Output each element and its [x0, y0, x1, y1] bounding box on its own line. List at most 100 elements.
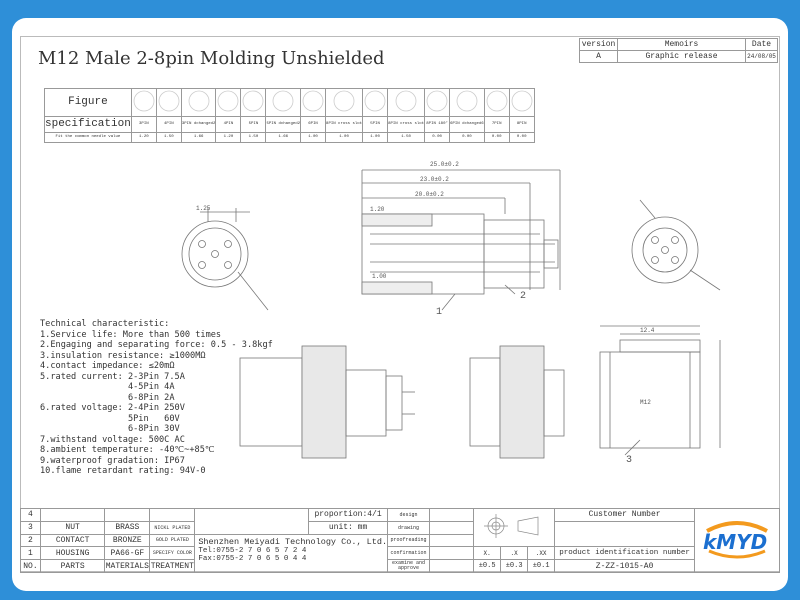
- tolerance-value: ±0.3: [500, 559, 529, 573]
- bom-cell: 4: [20, 508, 41, 522]
- callout-1: 1: [436, 307, 442, 318]
- company-name: Shenzhen Meiyadi Technology Co., Ltd.: [198, 536, 388, 547]
- pin-layout-icon: [486, 90, 508, 112]
- pin-value: 1.50: [240, 132, 267, 143]
- signoff-label: design: [387, 508, 430, 522]
- signoff-label: confirmation: [387, 546, 430, 561]
- pin-layout-icon: [456, 90, 478, 112]
- tech-line: 6.rated voltage: 2-4Pin 250V: [40, 403, 185, 413]
- pin-layout-icon: [188, 90, 210, 112]
- pin-figure: [240, 88, 267, 117]
- unit: unit: mm: [308, 520, 389, 535]
- bom-header: PARTS: [39, 559, 106, 573]
- row-label: Figure: [44, 88, 132, 117]
- pin-value: 1.00: [325, 132, 364, 143]
- bom-cell: NICKL PLATED: [149, 520, 196, 535]
- bom-cell: [39, 508, 106, 522]
- section-view: [361, 169, 561, 311]
- tolerance-header: .X: [500, 546, 529, 561]
- bom-cell: [149, 508, 196, 522]
- tech-line: 10.flame retardant rating: 94V-0: [40, 466, 206, 476]
- tech-line: 2.Engaging and separating force: 0.5 - 3…: [40, 340, 273, 350]
- company-logo: kMYD: [694, 508, 780, 573]
- dim-label: M12: [640, 399, 651, 406]
- bom-cell: SPECIFY COLOR: [149, 546, 196, 561]
- bom-header: TREATMENT: [149, 559, 196, 573]
- pin-value: 1.50: [387, 132, 426, 143]
- bom-cell: BRONZE: [104, 533, 151, 548]
- rev-cell: Graphic release: [617, 50, 746, 63]
- tech-line: 4-5Pin 4A: [40, 382, 175, 392]
- tech-line: 4.contact impedance: ≤20mΩ: [40, 361, 175, 371]
- bom-cell: HOUSING: [39, 546, 106, 561]
- pin-figure: [180, 88, 217, 117]
- bom-cell: 1: [20, 546, 41, 561]
- pin-figure: [508, 88, 535, 117]
- callout-3: 3: [626, 455, 632, 466]
- dim-label: 1.00: [372, 273, 387, 280]
- pin-value: 0.00: [508, 132, 535, 143]
- tech-line: 1.Service life: More than 500 times: [40, 329, 222, 340]
- tolerance-header: .XX: [527, 546, 556, 561]
- signoff-label: examine and approve: [387, 559, 430, 573]
- callout-2: 2: [520, 291, 526, 302]
- projection-symbol-icon: [484, 514, 539, 539]
- technical-characteristics: Technical characteristic: 1.Service life…: [40, 319, 273, 477]
- tech-line: 7.withstand voltage: 500C AC: [40, 434, 185, 445]
- pin-layout-icon: [272, 90, 294, 112]
- tolerance-header: X.: [473, 546, 502, 561]
- rev-cell: 24/08/05: [745, 50, 778, 63]
- bom-cell: PA66-GF: [104, 546, 151, 561]
- pin-layout-icon: [302, 90, 324, 112]
- tech-line: 5Pin 60V: [40, 413, 180, 424]
- front-view-connector: [181, 208, 269, 311]
- pin-value: 1.50: [155, 132, 182, 143]
- tech-line: 9.waterproof gradation: IP67: [40, 455, 185, 466]
- dim-label: 1.25: [196, 205, 211, 212]
- pin-layout-icon: [426, 90, 448, 112]
- pin-figure: [387, 88, 426, 117]
- pin-layout-icon: [218, 90, 239, 112]
- dim-label: 23.0±0.2: [420, 176, 449, 183]
- title-block: 4 proportion:4/1 design Customer Number …: [20, 507, 780, 573]
- bom-cell: GOLD PLATED: [149, 533, 196, 548]
- bom-cell: CONTACT: [39, 533, 106, 548]
- product-id-label: product identification number: [554, 546, 695, 561]
- pin-figure: [155, 88, 182, 117]
- tech-line: 5.rated current: 2-3Pin 7.5A: [40, 371, 185, 382]
- nut-view: [599, 325, 721, 456]
- product-id: Z-ZZ-1015-A0: [554, 559, 695, 573]
- tolerance-value: ±0.5: [473, 559, 502, 573]
- tech-line: 8.ambient temperature: -40℃~+85℃: [40, 445, 215, 455]
- tech-line: 6-8Pin 30V: [40, 424, 180, 434]
- pin-value: 0.00: [424, 132, 451, 143]
- bom-cell: 3: [20, 520, 41, 535]
- bom-header: MATERIALS: [104, 559, 151, 573]
- rear-view-connector: [631, 199, 721, 291]
- pin-layout-icon: [333, 90, 355, 112]
- page-title: M12 Male 2-8pin Molding Unshielded: [38, 48, 385, 69]
- tolerance-value: ±0.1: [527, 559, 556, 573]
- svg-text:kMYD: kMYD: [703, 530, 767, 554]
- pin-layout-icon: [364, 90, 386, 112]
- signoff-label: proofreading: [387, 533, 430, 548]
- side-view-connector: [239, 345, 565, 459]
- bom-header: NO.: [20, 559, 41, 573]
- pin-layout-icon: [133, 90, 155, 112]
- tech-line: 3.insulation resistance: ≥1000MΩ: [40, 350, 206, 361]
- pin-layout-icon: [395, 90, 417, 112]
- dim-label: 12.4: [640, 327, 655, 334]
- dim-label: 20.0±0.2: [415, 191, 444, 198]
- bom-cell: BRASS: [104, 520, 151, 535]
- pin-layout-icon: [158, 90, 180, 112]
- pin-layout-icon: [511, 90, 533, 112]
- pin-layout-icon: [243, 90, 264, 112]
- signoff-label: drawing: [387, 520, 430, 535]
- dim-label: 25.0±0.2: [430, 161, 459, 168]
- company-tel: Tel:0755-2 7 0 6 5 7 2 4: [198, 546, 307, 555]
- pin-spec: 8PIN 180°: [424, 116, 451, 133]
- bom-cell: 2: [20, 533, 41, 548]
